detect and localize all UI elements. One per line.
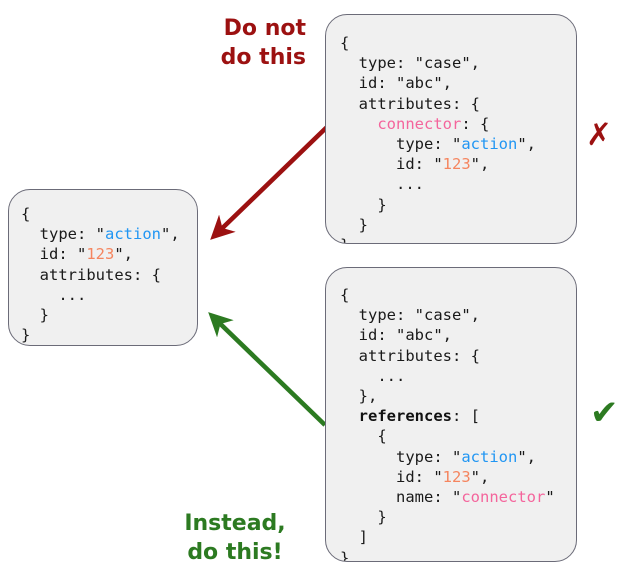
- references-array-object-code: { type: "case", id: "abc", attributes: {…: [340, 285, 555, 562]
- code-line: ...: [340, 175, 424, 194]
- nested-connector-object-box: { type: "case", id: "abc", attributes: {…: [325, 14, 577, 244]
- code-line: }: [340, 548, 350, 562]
- do-not-do-this-label: Do not do this: [220, 16, 306, 70]
- code-line: name: "connector": [340, 488, 555, 507]
- code-line: references: [: [358, 407, 480, 426]
- code-line: },: [340, 387, 378, 406]
- code-line: type: "case",: [340, 54, 480, 73]
- code-line: id: "abc",: [340, 326, 452, 345]
- instead-do-this-label: Instead, do this!: [184, 511, 286, 565]
- code-line: type: "case",: [340, 306, 480, 325]
- references-array-object-box: { type: "case", id: "abc", attributes: {…: [325, 267, 577, 562]
- code-line: attributes: {: [21, 265, 161, 284]
- cross-mark-icon: ✗: [586, 117, 612, 153]
- code-line: id: "abc",: [340, 74, 452, 93]
- code-line: }: [21, 326, 31, 345]
- check-mark-icon: ✔: [590, 393, 619, 433]
- code-line: }: [340, 508, 387, 527]
- nested-connector-object-code: { type: "case", id: "abc", attributes: {…: [340, 33, 536, 243]
- code-line: type: "action",: [340, 447, 536, 466]
- code-line: {: [340, 34, 350, 52]
- code-line: {: [340, 427, 387, 446]
- code-line: ...: [340, 366, 406, 385]
- code-line: id: "123",: [21, 245, 134, 264]
- code-line: attributes: {: [340, 94, 480, 113]
- code-line: {: [340, 286, 350, 304]
- code-line: id: "123",: [340, 467, 490, 486]
- code-line: ]: [340, 528, 368, 547]
- action-object-box: { type: "action", id: "123", attributes:…: [8, 189, 198, 346]
- code-line: id: "123",: [340, 155, 490, 174]
- code-line: type: "action",: [21, 225, 180, 244]
- bad-arrow: [210, 125, 329, 240]
- code-line: }: [340, 215, 368, 234]
- good-arrow: [208, 312, 327, 427]
- code-line: }: [340, 235, 536, 243]
- action-object-code: { type: "action", id: "123", attributes:…: [21, 204, 180, 345]
- code-line: }: [21, 306, 49, 325]
- code-line: type: "action",: [340, 135, 536, 154]
- code-line: {: [21, 205, 31, 223]
- code-line: }: [340, 195, 387, 214]
- code-line: connector: {: [377, 114, 490, 133]
- code-line: ...: [21, 285, 87, 304]
- code-line: attributes: {: [340, 346, 480, 365]
